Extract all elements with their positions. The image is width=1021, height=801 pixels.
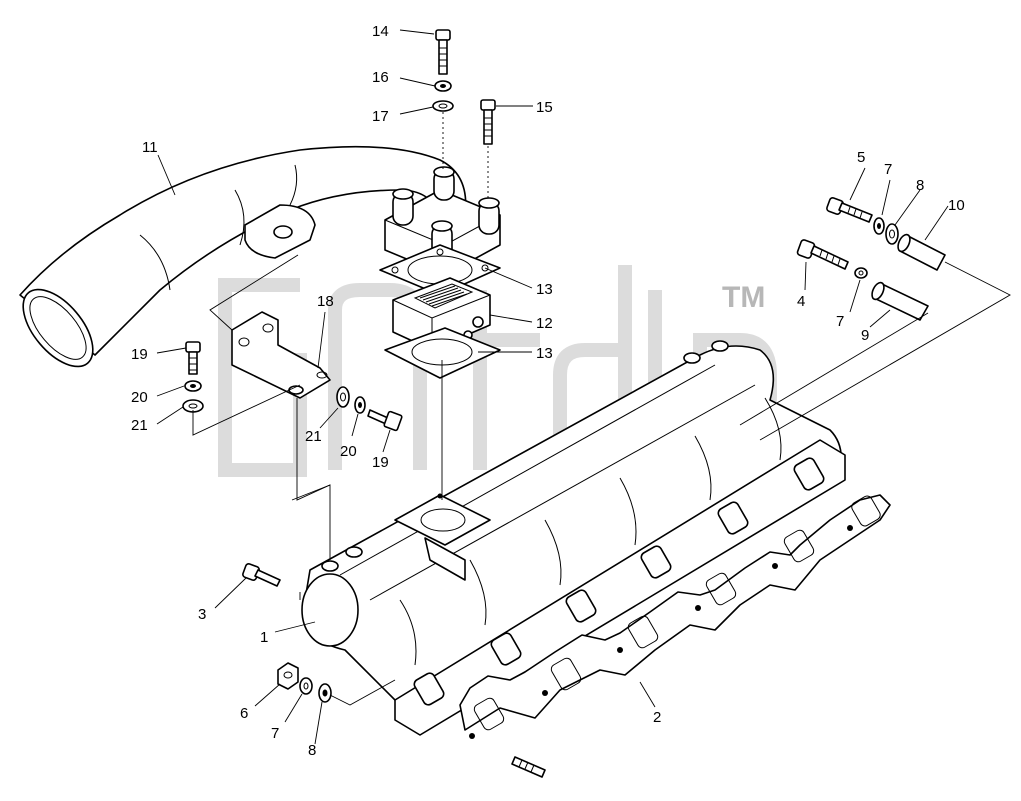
label-8-bottom: 8: [308, 742, 316, 759]
label-20-right: 20: [340, 443, 357, 460]
label-7-bottom: 7: [271, 725, 279, 742]
assembly-lines: [192, 254, 1011, 706]
part-number-labels: 14 16 17 15 11 13 12 13 18 19 20 21 21 2…: [131, 23, 965, 759]
intake-manifold: [301, 340, 846, 736]
label-21-left: 21: [131, 417, 148, 434]
gasket-upper: [379, 244, 501, 296]
stud-bottom: [511, 756, 546, 778]
label-16: 16: [372, 69, 389, 86]
label-20-left: 20: [131, 389, 148, 406]
bolt-5: [826, 197, 873, 223]
washer-20-right: [354, 396, 366, 414]
label-1: 1: [260, 629, 268, 646]
bolt-19-left: [185, 341, 201, 375]
bolt-4: [796, 239, 849, 270]
label-13-lower: 13: [536, 345, 553, 362]
bolt-14: [435, 29, 451, 75]
label-2: 2: [653, 709, 661, 726]
washer-17: [432, 100, 454, 112]
intake-pipe: [19, 145, 467, 368]
washer-7-bottom: [299, 677, 313, 695]
label-15: 15: [536, 99, 553, 116]
washer-20-left: [184, 380, 202, 392]
label-13-upper: 13: [536, 281, 553, 298]
washer-7-upper: [873, 217, 885, 235]
washer-7-lower: [854, 267, 868, 279]
callout-leaders: [156, 29, 949, 745]
washer-8-upper: [885, 223, 899, 245]
manifold-gasket: [459, 494, 891, 739]
label-14: 14: [372, 23, 389, 40]
label-6: 6: [240, 705, 248, 722]
label-7-lower: 7: [836, 313, 844, 330]
label-18: 18: [317, 293, 334, 310]
label-12: 12: [536, 315, 553, 332]
bolt-19-right: [367, 409, 403, 432]
label-19-left: 19: [131, 346, 148, 363]
label-4: 4: [797, 293, 805, 310]
label-21-right: 21: [305, 428, 322, 445]
watermark-tm: TM: [722, 281, 765, 314]
label-8-upper: 8: [916, 177, 924, 194]
label-5: 5: [857, 149, 865, 166]
label-17: 17: [372, 108, 389, 125]
label-3: 3: [198, 606, 206, 623]
bolt-15: [480, 99, 496, 145]
washer-21-right: [336, 386, 350, 408]
label-9: 9: [861, 327, 869, 344]
label-19-right: 19: [372, 454, 389, 471]
pipe-elbow-flange: [384, 166, 501, 276]
label-10: 10: [948, 197, 965, 214]
label-11: 11: [142, 139, 158, 156]
bracket-18: [231, 311, 331, 399]
washer-8-bottom: [318, 683, 332, 703]
sleeve-10: [897, 233, 946, 271]
label-7-upper: 7: [884, 161, 892, 178]
sleeve-9: [871, 281, 929, 321]
bolt-3: [242, 563, 281, 587]
washer-16: [434, 80, 452, 92]
nut-6: [277, 662, 299, 690]
